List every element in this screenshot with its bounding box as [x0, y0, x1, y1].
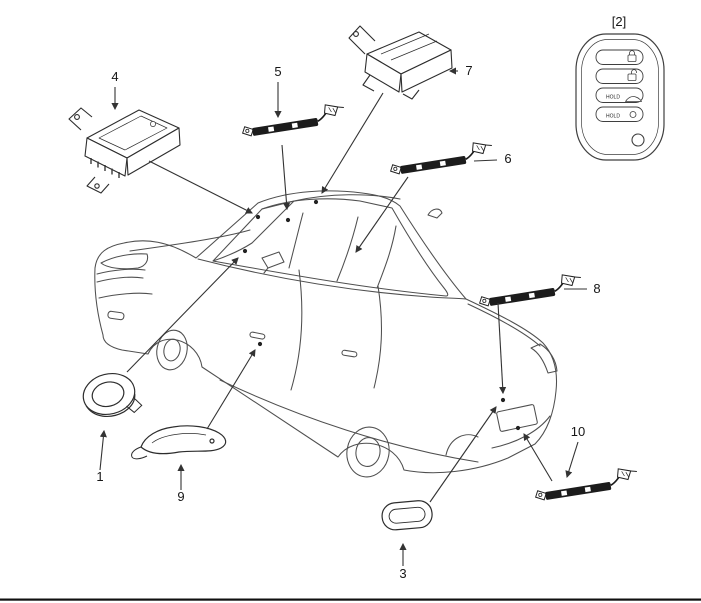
- leader-arrow-4: [148, 160, 253, 214]
- front-door-seam: [290, 269, 303, 391]
- module4-board: [98, 115, 168, 151]
- fob-keyring-hole: [631, 133, 645, 147]
- mount-point-dot: [500, 397, 506, 403]
- fob-panic-button: [595, 106, 644, 122]
- component-1-start-button: [82, 373, 143, 418]
- b-pillar: [288, 212, 304, 269]
- page-bottom-rule: [0, 598, 701, 601]
- callout-label-5: 5: [274, 64, 281, 79]
- taillight: [530, 343, 558, 374]
- lock-icon: [627, 50, 637, 62]
- component-7-receiver-module: [348, 25, 453, 100]
- unlock-icon: [627, 69, 637, 81]
- rear-wheel: [346, 426, 390, 478]
- module4-front-face: [84, 137, 128, 177]
- callout-label-6: 6: [504, 151, 511, 166]
- mount-point-dot: [515, 425, 521, 431]
- leader-arrow-7: [321, 92, 384, 194]
- leader-arrow-8: [497, 302, 507, 395]
- module4-bracket: [68, 107, 93, 131]
- roof-antenna-fin: [427, 208, 443, 219]
- pad-inner: [388, 506, 426, 524]
- windshield-far-pillar: [212, 200, 295, 262]
- module4-side-face: [126, 127, 181, 176]
- leader-lines: [99, 67, 587, 566]
- mount-point-dot: [242, 248, 248, 254]
- callout-label-3: 3: [399, 566, 406, 581]
- rear-door-handle: [341, 349, 358, 358]
- leader-arrow-5: [281, 144, 291, 211]
- callout-label-2: [2]: [612, 14, 626, 29]
- mount-point-dot: [255, 214, 261, 220]
- leader-arrow-10: [523, 433, 553, 482]
- module7-top-lines: [380, 33, 438, 61]
- button-barrel: [85, 393, 136, 418]
- beltline: [197, 258, 467, 300]
- component-3-trunk-antenna-pad: [381, 500, 433, 531]
- component-2-smart-key-fob: HOLD HOLD: [575, 33, 665, 161]
- button-tab: [126, 398, 143, 414]
- front-door-handle: [249, 331, 266, 340]
- mount-point-dot: [285, 217, 291, 223]
- module7-feet: [362, 74, 420, 100]
- module7-bracket-hole: [353, 31, 359, 37]
- headlight: [100, 253, 149, 270]
- fog-light: [107, 310, 125, 321]
- handle-hook: [131, 446, 148, 460]
- panic-button-hold-label: HOLD: [606, 114, 620, 120]
- mount-point-dot: [257, 341, 263, 347]
- handle-inner-line: [151, 433, 207, 444]
- leader-arrow-1: [126, 257, 239, 373]
- front-wheel: [156, 329, 188, 371]
- mount-point-dot: [313, 199, 319, 205]
- module4-foot-hole: [94, 183, 100, 189]
- callout-arrow-1: [99, 429, 107, 471]
- callout-label-10: 10: [571, 424, 585, 439]
- callout-label-7: 7: [465, 63, 472, 78]
- car-illustration: [94, 190, 558, 478]
- module4-board-dot: [150, 121, 156, 127]
- far-roof-edge: [261, 194, 401, 210]
- button-face: [91, 381, 125, 408]
- hood-crease: [129, 229, 251, 252]
- front-wheel-hub: [163, 338, 181, 362]
- panic-icon: [629, 111, 637, 118]
- rocker-line: [219, 379, 479, 463]
- callout-line-6: [473, 159, 498, 162]
- quarter-window-divider: [376, 225, 397, 289]
- trunk-seam: [467, 303, 541, 347]
- far-rear-wheel: [445, 434, 479, 456]
- module4-connector-pins: [90, 158, 120, 178]
- grille-lines: [96, 268, 153, 299]
- callout-label-8: 8: [593, 281, 600, 296]
- side-mirror: [261, 251, 285, 274]
- rear-door-seam: [373, 285, 382, 389]
- module7-front-face: [364, 53, 402, 93]
- handle-body: [140, 425, 227, 455]
- trunk-open-icon: [625, 96, 642, 102]
- mount-point-dots: [242, 199, 521, 431]
- greenhouse-outline: [212, 198, 449, 297]
- car-body-outline: [94, 190, 557, 474]
- leader-arrow-3: [429, 406, 497, 503]
- callout-labels: 1 [2] 3 4 5 6 7 8 9 10: [96, 14, 626, 581]
- component-9-door-handle: [131, 425, 227, 460]
- leader-arrow-9: [206, 349, 256, 430]
- callout-arrow-10: [565, 441, 579, 479]
- component-4-smart-key-module: [68, 107, 181, 194]
- rear-wheel-hub: [355, 437, 381, 467]
- module4-bracket-hole: [74, 114, 80, 120]
- c-pillar-divider: [336, 216, 359, 282]
- callout-label-4: 4: [111, 69, 118, 84]
- trunk-button-hold-label: HOLD: [606, 95, 620, 101]
- callout-label-1: 1: [96, 469, 103, 484]
- leader-arrow-6: [355, 176, 409, 253]
- callout-label-9: 9: [177, 489, 184, 504]
- handle-pivot: [209, 438, 215, 444]
